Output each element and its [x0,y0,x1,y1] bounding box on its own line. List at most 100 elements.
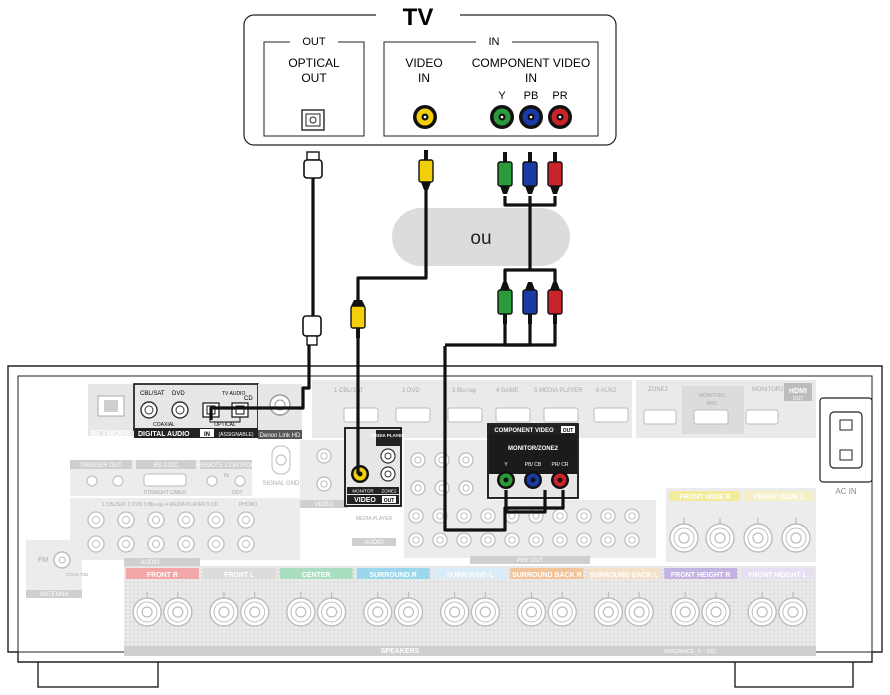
audio-jack-l-5[interactable] [207,511,225,529]
rs232c-port[interactable] [143,473,187,487]
pre-out-jack-top-7[interactable] [552,508,568,524]
front-wide-terminal-2[interactable] [705,518,735,553]
comp-in-1-jack-3[interactable] [458,452,474,468]
comp-in-1-jack-1[interactable] [410,452,426,468]
network-port[interactable] [88,384,134,436]
tv-component-pb-jack[interactable] [519,105,543,129]
speaker-terminal-neg-2[interactable] [240,592,270,627]
component-plugs-top [497,152,563,194]
comp-out-pr-jack[interactable] [551,471,569,489]
speaker-terminal-pos-3[interactable] [286,592,316,627]
fm-antenna-jack[interactable] [53,551,71,569]
coaxial-jack-1[interactable] [140,401,158,419]
trigger-jack-2[interactable] [112,475,124,487]
component-video-out-block: COMPONENT VIDEO OUT MONITOR/ZONE2 Y PB/ … [487,423,579,499]
comp-in-1-jack-2[interactable] [434,452,450,468]
front-wide-terminal-3[interactable] [743,518,773,553]
audio-jack-r-4[interactable] [177,535,195,553]
audio-jack-l-2[interactable] [117,511,135,529]
front-wide-terminal-4[interactable] [781,518,811,553]
coaxial-jack-2[interactable] [171,401,189,419]
hdmi-output-ports[interactable] [643,409,779,425]
trigger-jack-1[interactable] [86,475,98,487]
audio-jack-l-1[interactable] [87,511,105,529]
speaker-terminal-pos-8[interactable] [670,592,700,627]
tv-in-group-label: IN [489,36,500,48]
tv-component-y-jack[interactable] [490,105,514,129]
pre-out-jack-bottom-4[interactable] [480,532,496,548]
pre-out-jack-bottom-1[interactable] [408,532,424,548]
ac-inlet[interactable] [819,397,873,483]
tv-optical-out-jack[interactable] [301,109,325,131]
front-wide-terminal-1[interactable] [669,518,699,553]
comp-in-2-jack-1[interactable] [410,480,426,496]
speaker-terminal-pos-9[interactable] [747,592,777,627]
optical-jack-cd[interactable] [231,402,249,418]
audio-jack-l-4[interactable] [177,511,195,529]
pre-out-jack-top-3[interactable] [456,508,472,524]
speaker-terminals[interactable] [132,592,808,627]
video-cable [356,190,428,300]
audio-jack-r-2[interactable] [117,535,135,553]
pre-out-jack-bottom-2[interactable] [432,532,448,548]
comp-in-2-jack-3[interactable] [458,480,474,496]
ir-in-jack[interactable] [206,475,218,487]
comp-in-2-jack-2[interactable] [434,480,450,496]
signal-gnd-terminal[interactable] [271,445,291,475]
audio-jack-l-3[interactable] [147,511,165,529]
tv-video-in-jack[interactable] [413,105,437,129]
pre-out-jack-bottom-5[interactable] [504,532,520,548]
pre-out-jack-top-1[interactable] [408,508,424,524]
straight-cable-label: STRAIGHT CABLE [144,490,188,496]
pre-out-jack-bottom-7[interactable] [552,532,568,548]
pre-out-jack-top-8[interactable] [576,508,592,524]
tv-y-label: Y [498,90,506,102]
comp-out-y-jack[interactable] [497,471,515,489]
front-wide-terminals[interactable] [669,518,811,553]
pre-out-jack-bottom-3[interactable] [456,532,472,548]
speaker-group-label-8: FRONT HEIGHT R [671,572,731,579]
media-player-video-jack[interactable] [380,448,396,464]
ir-out-jack[interactable] [234,475,246,487]
pre-out-jack-top-10[interactable] [624,508,640,524]
speaker-terminal-neg-9[interactable] [778,592,808,627]
speaker-terminal-pos-6[interactable] [516,592,547,627]
pre-out-jack-bottom-6[interactable] [528,532,544,548]
speaker-terminal-pos-7[interactable] [593,592,624,627]
pre-out-label: PRE OUT [517,558,544,564]
speaker-terminal-neg-1[interactable] [163,592,193,627]
audio-jack-r-1[interactable] [87,535,105,553]
tv-component-pr-jack[interactable] [548,105,572,129]
pre-out-jacks[interactable] [408,508,640,548]
hdmi-input-ports[interactable] [343,407,629,423]
audio-jack-r-6[interactable] [237,535,255,553]
speakers-label: SPEAKERS [381,648,420,655]
speaker-terminal-pos-5[interactable] [439,592,470,627]
pre-out-jack-bottom-9[interactable] [600,532,616,548]
pre-out-jack-top-4[interactable] [480,508,496,524]
composite-video-inputs[interactable] [316,448,332,492]
video-out-tag: OUT [384,498,395,504]
pre-out-jack-bottom-10[interactable] [624,532,640,548]
speaker-terminal-pos-2[interactable] [209,592,239,627]
speaker-terminal-neg-3[interactable] [316,592,347,627]
speaker-terminal-neg-4[interactable] [393,592,424,627]
zone2-video-out-jack[interactable] [380,466,396,482]
audio-jack-r-3[interactable] [147,535,165,553]
audio-jack-l-6[interactable] [237,511,255,529]
pre-out-jack-bottom-8[interactable] [576,532,592,548]
pre-out-jack-top-9[interactable] [600,508,616,524]
audio-jack-r-5[interactable] [207,535,225,553]
cables [209,178,565,532]
speaker-terminal-neg-8[interactable] [701,592,731,627]
speaker-terminal-neg-6[interactable] [547,592,577,627]
audio-section-label: AUDIO [140,560,159,566]
speaker-terminal-neg-7[interactable] [624,592,654,627]
cvbs-jack-1[interactable] [316,448,332,464]
speaker-terminal-pos-4[interactable] [363,592,393,627]
cvbs-jack-2[interactable] [316,476,332,492]
speaker-terminal-neg-5[interactable] [470,592,501,627]
comp-out-pb-jack[interactable] [524,471,542,489]
analog-audio-jacks[interactable] [87,511,255,553]
speaker-terminal-pos-1[interactable] [132,592,162,627]
